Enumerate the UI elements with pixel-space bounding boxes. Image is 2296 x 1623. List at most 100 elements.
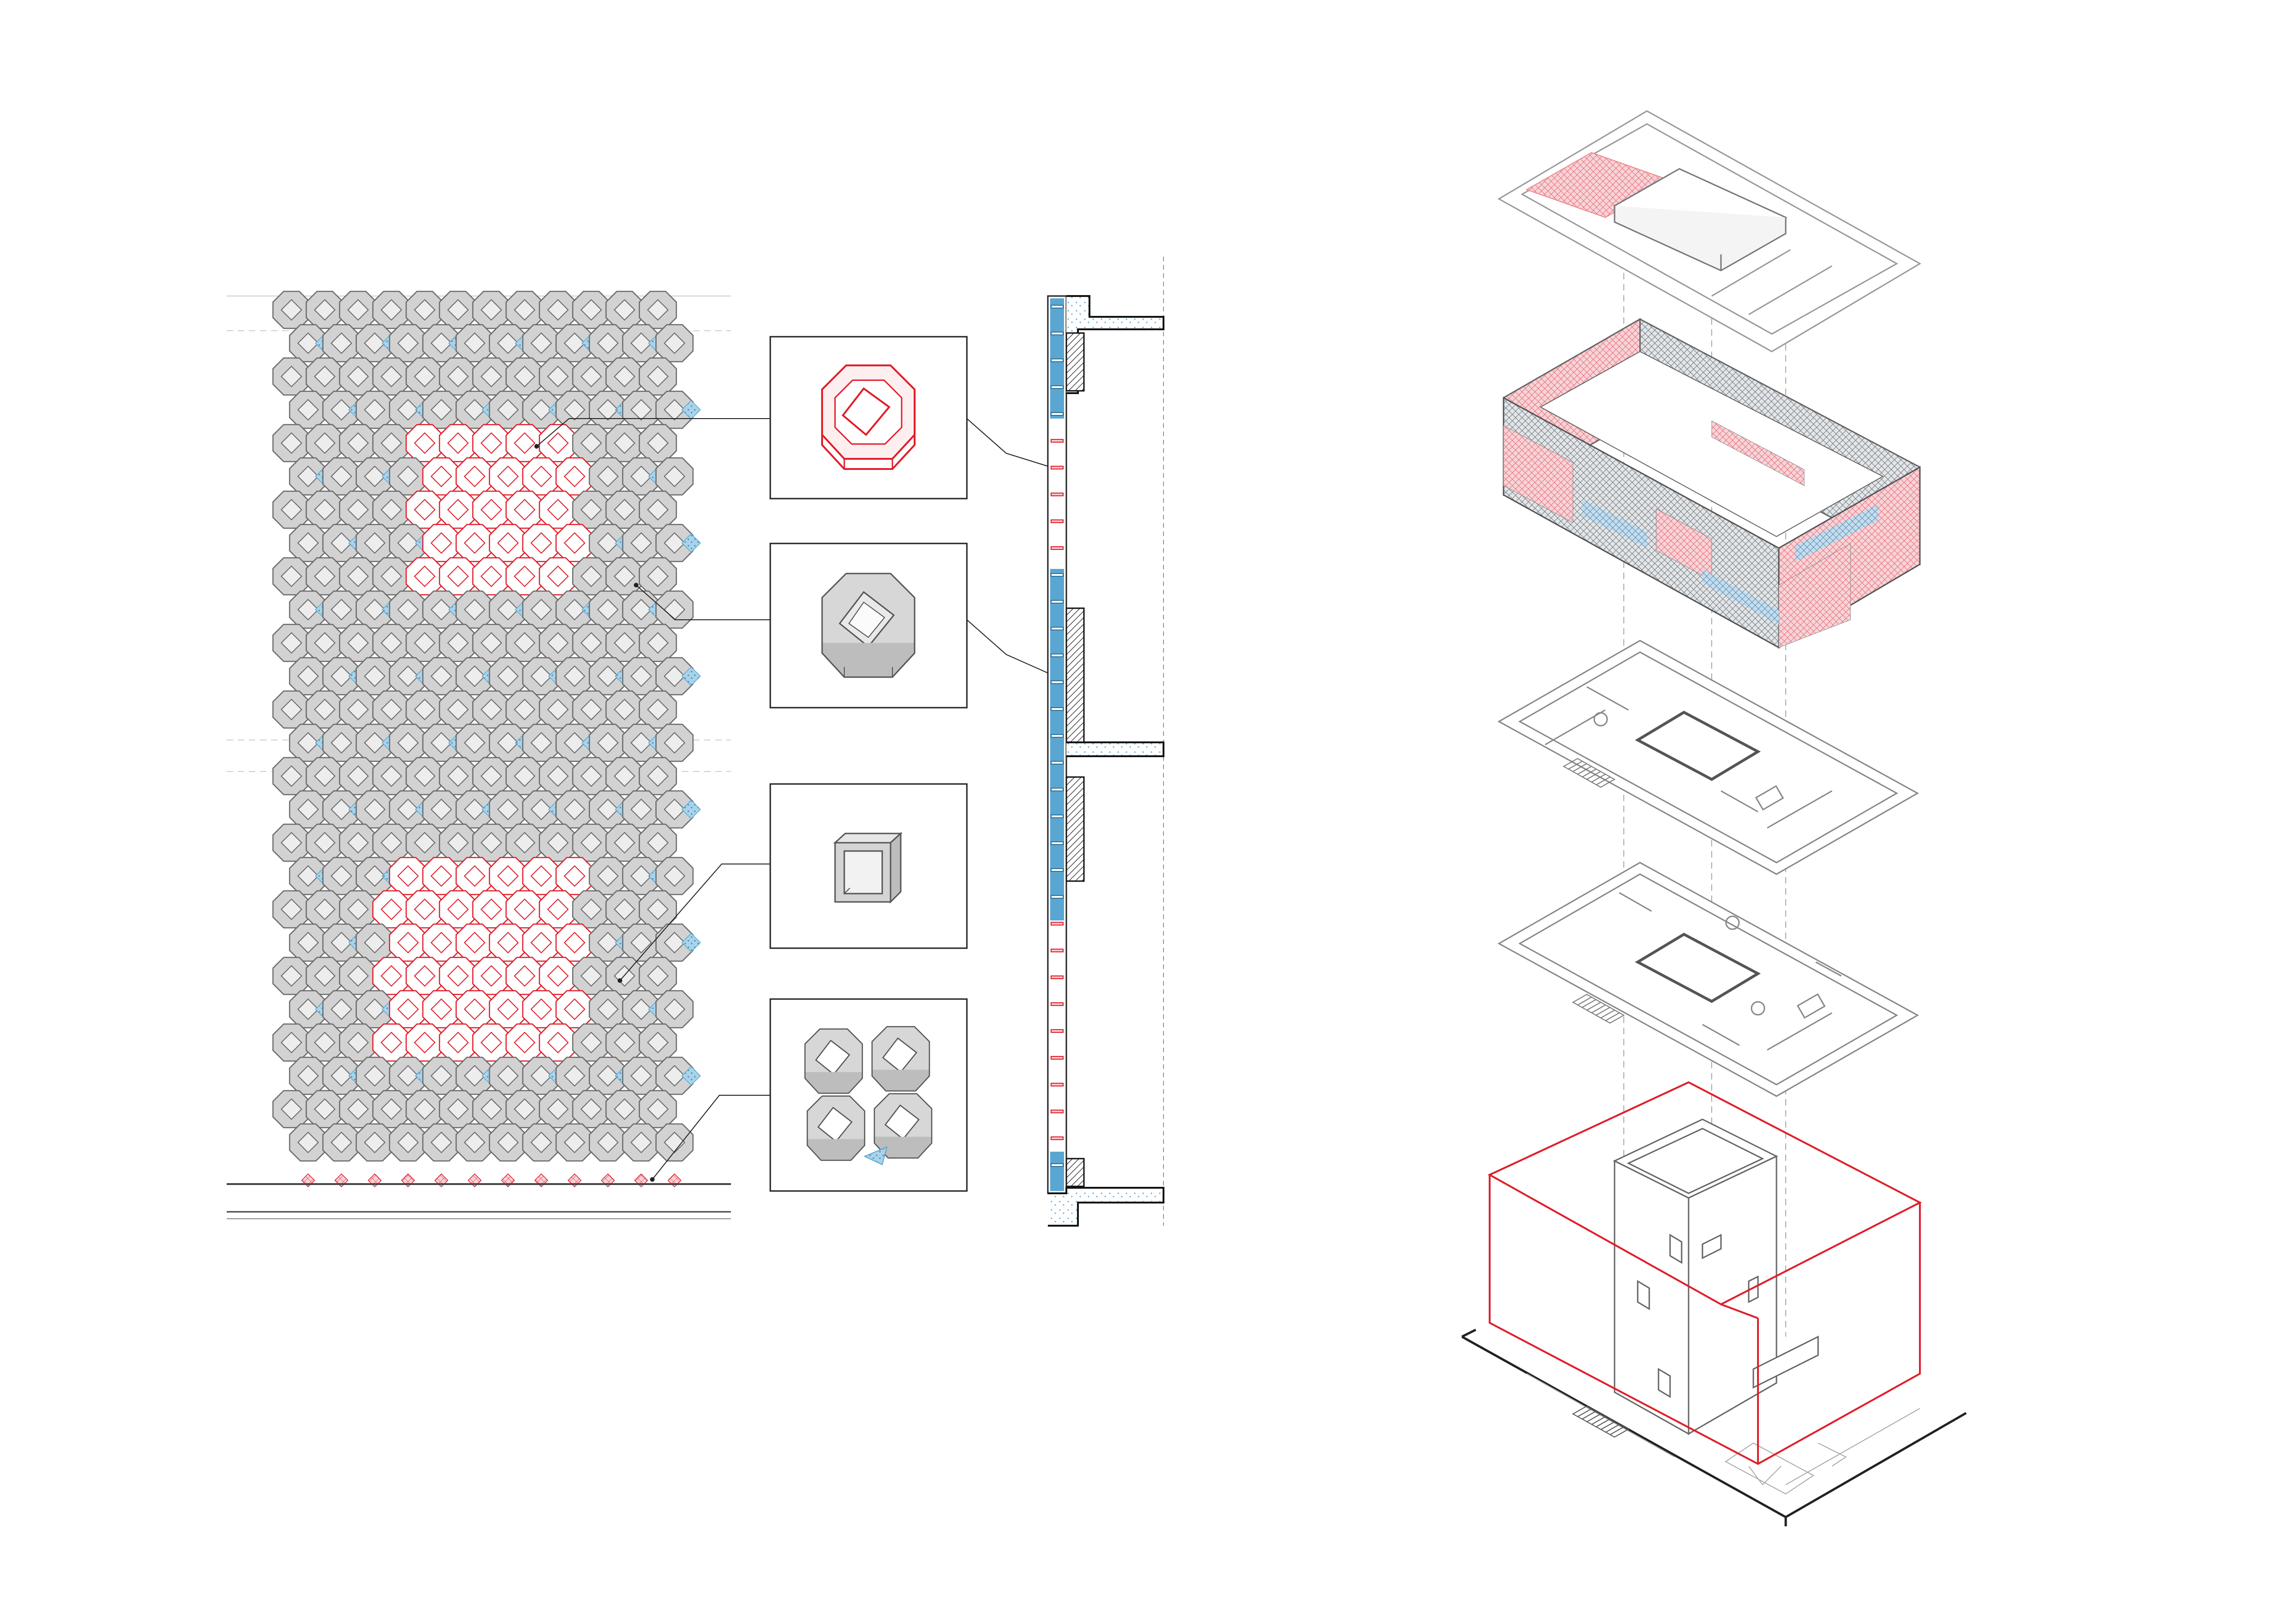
- block-inner-face: [364, 1131, 386, 1154]
- block-inner-face: [563, 532, 586, 554]
- block-inner-face: [597, 865, 619, 887]
- legend-box-open-block: [769, 336, 968, 500]
- block-inner-face: [464, 932, 486, 954]
- block-inner-face: [364, 932, 386, 954]
- block-inner-face: [563, 798, 586, 821]
- block-inner-face: [530, 332, 552, 354]
- section-joint: [1051, 412, 1064, 416]
- block-inner-face: [364, 599, 386, 621]
- block-inner-face: [330, 798, 353, 821]
- section-joint: [1051, 895, 1064, 899]
- block-inner-face: [630, 599, 652, 621]
- block-inner-face: [630, 1065, 652, 1087]
- block-inner-face: [580, 432, 602, 454]
- block-inner-face: [497, 1065, 519, 1087]
- block-inner-face: [397, 465, 419, 488]
- block-inner-face: [464, 465, 486, 488]
- block-inner-face: [414, 299, 436, 321]
- block-inner-face: [647, 898, 669, 920]
- block-inner-face: [514, 432, 536, 454]
- block-inner-face: [663, 665, 686, 687]
- section-joint: [1051, 439, 1064, 443]
- block-inner-face: [630, 465, 652, 488]
- block-inner-face: [597, 599, 619, 621]
- block-inner-face: [430, 399, 452, 421]
- block-inner-face: [663, 1065, 686, 1087]
- block-inner-face: [464, 665, 486, 687]
- block-inner-face: [580, 365, 602, 388]
- block-inner-face: [380, 1031, 402, 1054]
- block-inner-face: [464, 732, 486, 754]
- block-inner-face: [397, 732, 419, 754]
- block-inner-face: [563, 465, 586, 488]
- glass-infill: [681, 666, 701, 686]
- block-inner-face: [347, 499, 369, 521]
- block-inner-face: [280, 1098, 303, 1120]
- block-inner-face: [447, 299, 469, 321]
- block-inner-face: [663, 465, 686, 488]
- block-inner-face: [464, 1131, 486, 1154]
- block-inner-face: [597, 798, 619, 821]
- block-inner-face: [480, 832, 502, 854]
- block-inner-face: [630, 732, 652, 754]
- octagonal-ring-red-icon: [821, 364, 916, 470]
- block-inner-face: [613, 499, 636, 521]
- block-inner-face: [380, 965, 402, 987]
- block-inner-face: [530, 399, 552, 421]
- block-inner-face: [430, 1131, 452, 1154]
- block-inner-face: [663, 399, 686, 421]
- block-inner-face: [530, 865, 552, 887]
- section-joint: [1051, 519, 1064, 523]
- stair-lower: [1572, 994, 1625, 1024]
- block-inner-face: [647, 765, 669, 787]
- block-inner-face: [447, 499, 469, 521]
- block-inner-face: [663, 798, 686, 821]
- block-inner-face: [330, 399, 353, 421]
- block-inner-face: [297, 1065, 319, 1087]
- block-inner-face: [414, 1031, 436, 1054]
- block-inner-face: [364, 332, 386, 354]
- block-inner-face: [497, 332, 519, 354]
- section-joint: [1051, 1136, 1064, 1140]
- block-inner-face: [480, 432, 502, 454]
- block-inner-face: [314, 632, 336, 654]
- block-inner-face: [430, 599, 452, 621]
- stair-site: [1572, 1405, 1630, 1438]
- section-joint: [1051, 654, 1064, 657]
- block-inner-face: [530, 1131, 552, 1154]
- block-inner-face: [530, 798, 552, 821]
- block-inner-face: [613, 365, 636, 388]
- block-inner-face: [630, 998, 652, 1020]
- legend-details: [534, 336, 1048, 1192]
- legend-box-solid-block: [769, 543, 968, 709]
- block-inner-face: [380, 898, 402, 920]
- block-inner-face: [280, 299, 303, 321]
- block-inner-face: [497, 465, 519, 488]
- block-inner-face: [347, 898, 369, 920]
- block-inner-face: [563, 399, 586, 421]
- block-inner-face: [380, 365, 402, 388]
- block-inner-face: [330, 665, 353, 687]
- slab-bottom: [1048, 1158, 1164, 1227]
- block-inner-face: [647, 1098, 669, 1120]
- block-inner-face: [347, 1098, 369, 1120]
- block-inner-face: [497, 732, 519, 754]
- block-inner-face: [297, 665, 319, 687]
- block-inner-face: [414, 898, 436, 920]
- block-inner-face: [397, 332, 419, 354]
- block-inner-face: [464, 865, 486, 887]
- block-inner-face: [647, 565, 669, 587]
- block-inner-face: [514, 499, 536, 521]
- block-inner-face: [447, 365, 469, 388]
- block-inner-face: [497, 932, 519, 954]
- block-inner-face: [364, 532, 386, 554]
- block-inner-face: [563, 1131, 586, 1154]
- block-inner-face: [547, 1098, 569, 1120]
- block-inner-face: [514, 299, 536, 321]
- block-inner-face: [397, 532, 419, 554]
- block-inner-face: [380, 1098, 402, 1120]
- block-inner-face: [430, 798, 452, 821]
- block-inner-face: [280, 765, 303, 787]
- block-inner-face: [414, 432, 436, 454]
